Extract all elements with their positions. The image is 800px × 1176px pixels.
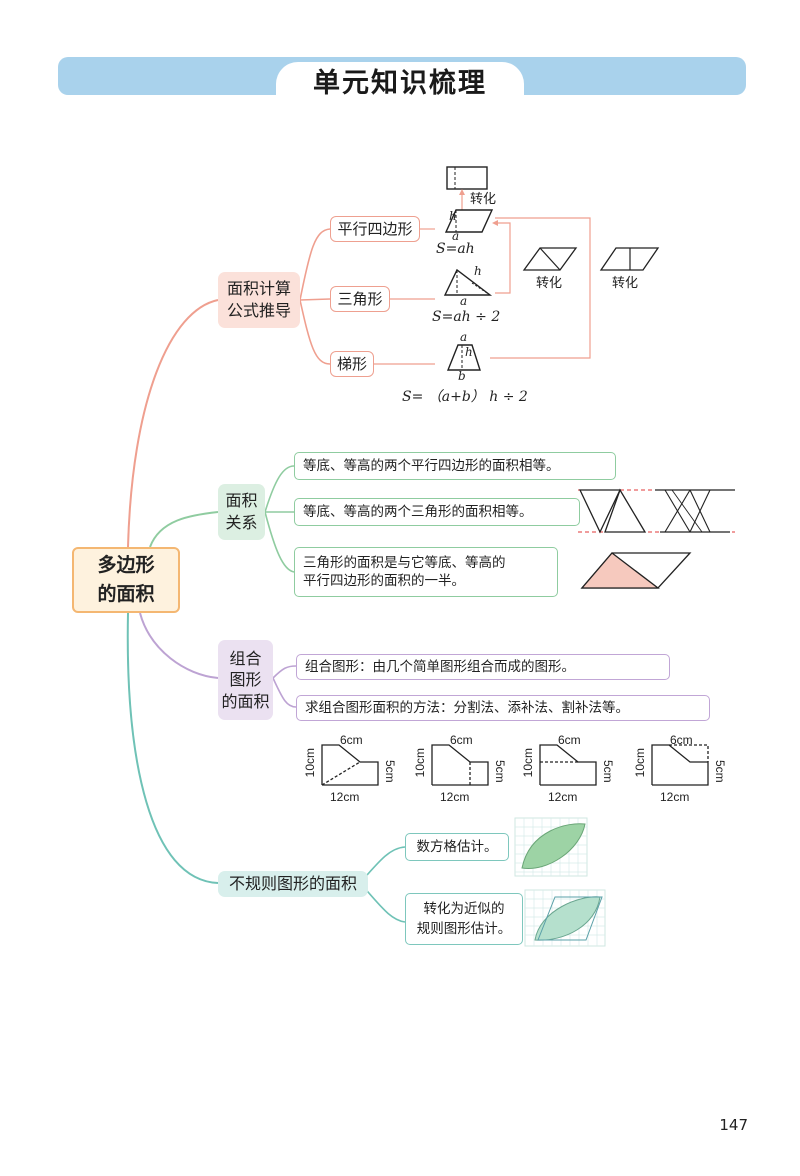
transform-label-2: 转化	[536, 276, 563, 291]
dim-left-1: 10cm	[303, 748, 317, 778]
irregular-shape-estimate: 转化为近似的 规则图形估计。	[405, 893, 523, 945]
formula-trapezoid-label: 梯形	[330, 351, 374, 377]
dim-top-1: 6cm	[340, 733, 363, 747]
composite-methods: 求组合图形面积的方法：分割法、添补法、割补法等。	[296, 695, 710, 721]
branch-composite-line2: 图形	[229, 670, 262, 690]
dim-right-4: 5cm	[713, 760, 727, 783]
dim-top-4: 6cm	[670, 733, 693, 747]
branch-relations-line1: 面积	[225, 491, 258, 511]
composite-figure-3	[539, 744, 597, 786]
dim-bottom-2: 12cm	[440, 790, 470, 804]
relation-triangle-half-line2: 平行四边形的面积的一半。	[303, 573, 465, 589]
dim-bottom-1: 12cm	[330, 790, 360, 804]
relation-triangle-half: 三角形的面积是与它等底、等高的 平行四边形的面积的一半。	[294, 547, 558, 597]
connector-relations	[149, 511, 219, 548]
dim-right-1: 5cm	[383, 760, 397, 783]
root-line1: 多边形	[97, 553, 155, 576]
dim-left-2: 10cm	[413, 748, 427, 778]
transform-label-1: 转化	[470, 192, 497, 207]
branch-composite-line1: 组合	[229, 648, 262, 668]
fig-label-a-2: a	[460, 294, 468, 308]
fig-label-h-1: h	[449, 209, 457, 223]
root-node: 多边形 的面积	[72, 547, 180, 613]
composite-figure-4	[651, 744, 709, 786]
branch-formulas: 面积计算 公式推导	[218, 272, 300, 328]
branch-relations-line2: 关系	[225, 513, 258, 532]
page-number: 147	[719, 1116, 748, 1134]
branch-composite: 组合 图形 的面积	[218, 640, 273, 720]
relation-parallelograms: 等底、等高的两个平行四边形的面积相等。	[294, 452, 616, 480]
relation-triangles: 等底、等高的两个三角形的面积相等。	[294, 498, 580, 526]
dim-top-2: 6cm	[450, 733, 473, 747]
branch-composite-line3: 的面积	[221, 691, 270, 711]
irregular-shape-estimate-line1: 转化为近似的	[423, 900, 505, 917]
connector-composite	[139, 612, 219, 679]
dim-left-3: 10cm	[521, 748, 535, 778]
formula-parallelogram-label: 平行四边形	[330, 216, 420, 242]
branch-relations: 面积 关系	[218, 484, 265, 540]
dim-bottom-3: 12cm	[548, 790, 578, 804]
dim-right-2: 5cm	[493, 760, 507, 783]
composite-figure-2	[431, 744, 489, 786]
irregular-shape-estimate-line2: 规则图形估计。	[416, 921, 512, 937]
composite-definition: 组合图形：由几个简单图形组合而成的图形。	[296, 654, 670, 680]
formula-parallelogram: S=ah	[436, 241, 475, 257]
relation-triangle-half-line1: 三角形的面积是与它等底、等高的	[303, 554, 506, 571]
branch-irregular: 不规则图形的面积	[218, 871, 368, 897]
irregular-grid-estimate: 数方格估计。	[405, 833, 509, 861]
dim-top-3: 6cm	[558, 733, 581, 747]
branch-formulas-line1: 面积计算	[226, 279, 291, 299]
connector-formulas	[127, 299, 219, 548]
fig-label-a-1: a	[452, 229, 460, 243]
composite-figure-1	[321, 744, 379, 786]
formula-triangle: S=ah ÷ 2	[432, 309, 501, 325]
grid-leaf-figure-1	[514, 817, 588, 877]
fig-label-b: b	[458, 369, 466, 383]
page-title: 单元知识梳理	[276, 62, 524, 104]
grid-leaf-figure-2	[524, 889, 606, 947]
fig-label-h-3: h	[465, 345, 473, 359]
formula-triangle-label: 三角形	[330, 286, 390, 312]
fig-label-a-3: a	[460, 330, 468, 344]
fig-label-h-2: h	[474, 264, 482, 278]
connector-irregular	[126, 612, 219, 884]
branch-formulas-line2: 公式推导	[226, 301, 291, 320]
dim-left-4: 10cm	[633, 748, 647, 778]
dim-bottom-4: 12cm	[660, 790, 690, 804]
transform-label-3: 转化	[612, 276, 639, 291]
dim-right-3: 5cm	[601, 760, 615, 783]
formula-trapezoid: S= （a+b） h ÷ 2	[402, 389, 528, 405]
root-line2: 的面积	[97, 583, 155, 605]
